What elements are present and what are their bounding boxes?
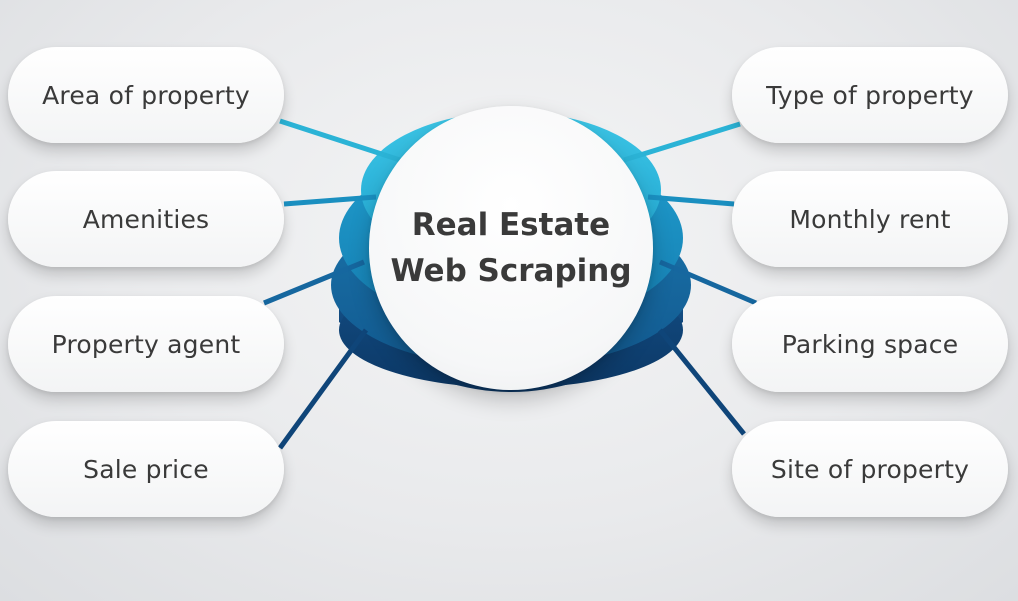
node-amenities: Amenities bbox=[8, 171, 284, 267]
node-area-of-property: Area of property bbox=[8, 47, 284, 143]
node-label: Parking space bbox=[781, 329, 959, 359]
node-label: Property agent bbox=[51, 329, 241, 359]
node-label: Site of property bbox=[770, 454, 970, 484]
connector-right-1 bbox=[623, 121, 741, 163]
central-hub: Real Estate Web Scraping bbox=[369, 106, 653, 390]
connector-left-4 bbox=[277, 328, 369, 450]
connector-left-2 bbox=[283, 194, 377, 207]
hub-title-line-2: Web Scraping bbox=[390, 253, 632, 289]
node-parking-space: Parking space bbox=[732, 296, 1008, 392]
node-label: Monthly rent bbox=[789, 204, 951, 234]
hub-title-line-1: Real Estate bbox=[411, 207, 611, 243]
node-site-of-property: Site of property bbox=[732, 421, 1008, 517]
node-sale-price: Sale price bbox=[8, 421, 284, 517]
node-type-of-property: Type of property bbox=[732, 47, 1008, 143]
node-monthly-rent: Monthly rent bbox=[732, 171, 1008, 267]
node-property-agent: Property agent bbox=[8, 296, 284, 392]
node-label: Type of property bbox=[766, 80, 974, 110]
connector-right-2 bbox=[647, 194, 735, 207]
node-label: Amenities bbox=[82, 204, 210, 234]
connector-right-4 bbox=[658, 328, 746, 436]
connector-left-1 bbox=[279, 118, 401, 163]
node-label: Area of property bbox=[42, 80, 250, 110]
connector-right-3 bbox=[659, 259, 757, 306]
connector-left-3 bbox=[263, 259, 365, 306]
node-label: Sale price bbox=[83, 454, 209, 484]
